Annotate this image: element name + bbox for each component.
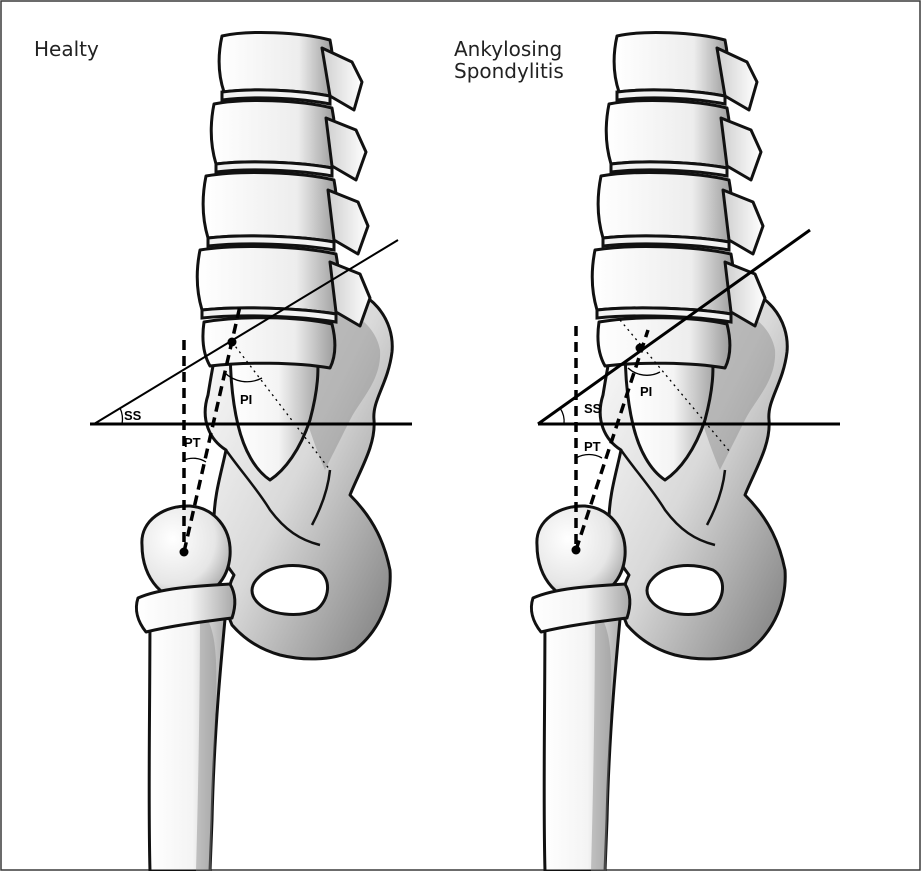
- pi-label: PI: [240, 392, 252, 407]
- pt-angle-arc: [576, 455, 602, 458]
- ss-angle-arc: [120, 408, 122, 424]
- panel-title: Healty: [34, 37, 99, 61]
- skeleton-healthy: [136, 33, 392, 871]
- ss-angle-arc: [560, 408, 564, 424]
- femoral-head-center: [572, 546, 581, 555]
- panel-ankylosing-spondylitis: SS PI PT Ankylosing Spondylitis: [454, 33, 840, 871]
- pt-label: PT: [584, 439, 601, 454]
- skeleton-ankylosing: [531, 33, 787, 871]
- panel-healthy: SS PI PT Healty: [34, 33, 412, 871]
- panel-title-line-2: Spondylitis: [454, 59, 564, 83]
- pt-label: PT: [184, 435, 201, 450]
- pt-angle-arc: [184, 458, 206, 462]
- ss-label: SS: [584, 401, 602, 416]
- femoral-head-center: [180, 548, 189, 557]
- pi-label: PI: [640, 384, 652, 399]
- ss-label: SS: [124, 408, 142, 423]
- panel-title-line-1: Ankylosing: [454, 37, 562, 61]
- sacral-endplate-midpoint: [636, 344, 645, 353]
- sacral-endplate-midpoint: [228, 338, 237, 347]
